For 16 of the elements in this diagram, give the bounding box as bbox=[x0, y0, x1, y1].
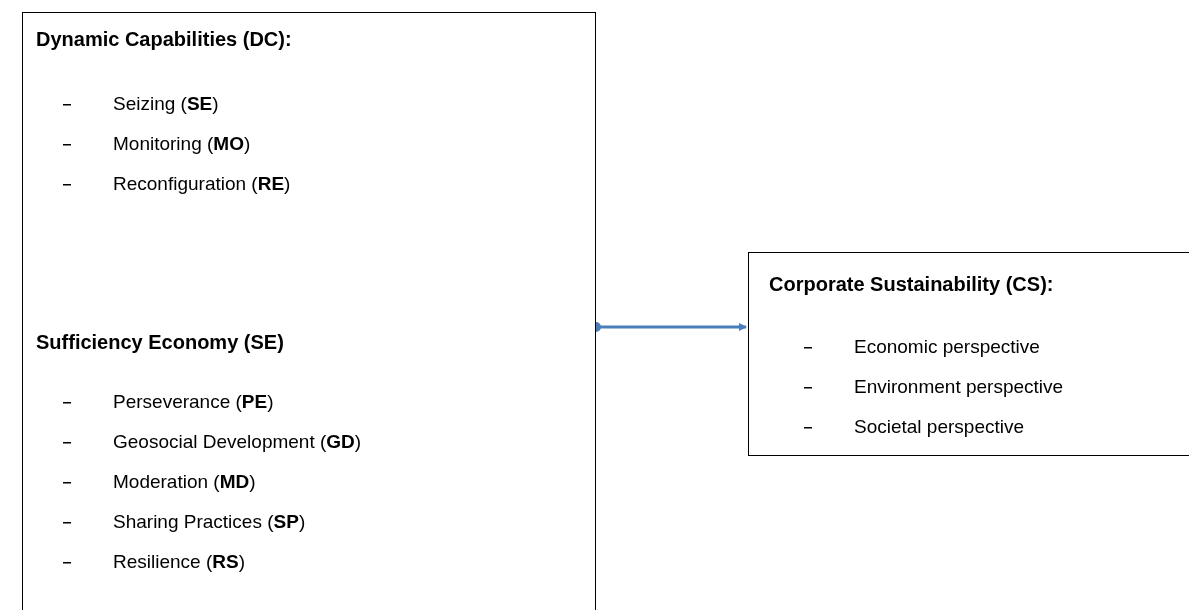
list-item: Societal perspective bbox=[854, 416, 1025, 438]
list-item: Geosocial Development (GD) bbox=[113, 431, 362, 453]
text-box bbox=[748, 252, 1189, 456]
list-item: Moderation (MD) bbox=[113, 471, 256, 493]
text-box bbox=[22, 12, 596, 610]
heading: Sufficiency Economy (SE) bbox=[36, 331, 284, 354]
list-item: Perseverance (PE) bbox=[113, 391, 274, 413]
list-item: Monitoring (MO) bbox=[113, 133, 251, 155]
list-item: Economic perspective bbox=[854, 336, 1040, 358]
list-item: Reconfiguration (RE) bbox=[113, 173, 291, 195]
heading: Dynamic Capabilities (DC): bbox=[36, 28, 292, 51]
list-item: Seizing (SE) bbox=[113, 93, 219, 115]
heading: Corporate Sustainability (CS): bbox=[769, 273, 1054, 296]
list-item: Environment perspective bbox=[854, 376, 1064, 398]
list-item: Resilience (RS) bbox=[113, 551, 245, 573]
list-item: Sharing Practices (SP) bbox=[113, 511, 306, 533]
